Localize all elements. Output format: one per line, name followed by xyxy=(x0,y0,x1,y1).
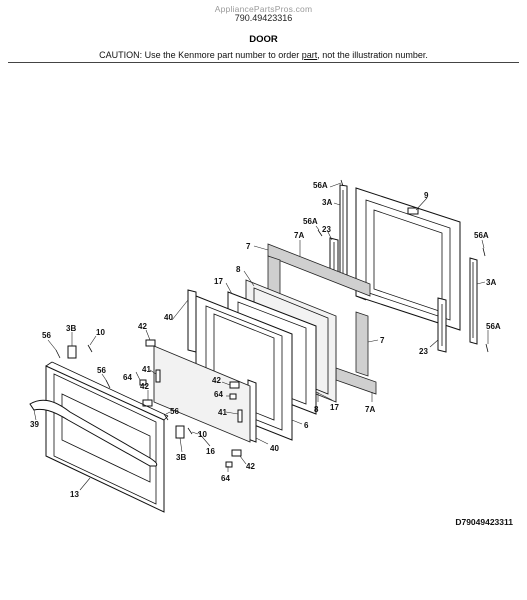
section-title: DOOR xyxy=(249,34,278,45)
caution-text-before: CAUTION: Use the Kenmore part number to … xyxy=(99,50,302,60)
watermark-text: AppliancePartsPros.com xyxy=(214,4,313,14)
callout-3b-bottom: 3B xyxy=(176,453,186,462)
clip-64b-part[interactable] xyxy=(229,393,237,400)
callout-42-a: 42 xyxy=(138,322,147,331)
clip-42d-part[interactable] xyxy=(231,449,242,457)
clip-41a-part[interactable] xyxy=(155,369,161,383)
callout-41-b: 41 xyxy=(218,408,227,417)
clip-42a-part[interactable] xyxy=(145,339,156,347)
callout-23-top: 23 xyxy=(322,225,331,234)
callout-17-top: 17 xyxy=(214,277,223,286)
insulation-side-part[interactable] xyxy=(355,311,369,377)
callout-64-b: 64 xyxy=(214,390,223,399)
hinge-bracket-3b-upper-part[interactable] xyxy=(67,345,77,359)
clip-41b-part[interactable] xyxy=(237,409,243,423)
callout-13: 13 xyxy=(70,490,79,499)
callout-56a-top: 56A xyxy=(313,181,328,190)
callout-40-bottom: 40 xyxy=(270,444,279,453)
screw-56a-top-part[interactable] xyxy=(340,179,344,187)
callout-16: 16 xyxy=(206,447,215,456)
door-handle-part[interactable] xyxy=(29,399,158,467)
callout-10-top: 10 xyxy=(96,328,105,337)
callout-56-left: 56 xyxy=(42,331,51,340)
callout-17-bottom: 17 xyxy=(330,403,339,412)
callout-7a-top: 7A xyxy=(294,231,304,240)
hinge-left-part[interactable] xyxy=(339,184,348,283)
callout-56a-right-bottom: 56A xyxy=(486,322,501,331)
callout-7-top: 7 xyxy=(246,242,251,251)
callout-23-bottom: 23 xyxy=(419,347,428,356)
callout-41-a: 41 xyxy=(142,365,151,374)
caution-notice: CAUTION: Use the Kenmore part number to … xyxy=(0,50,527,60)
hinge-receiver-lower-part[interactable] xyxy=(437,297,447,353)
callout-64-c: 64 xyxy=(221,474,230,483)
callout-3b-top: 3B xyxy=(66,324,76,333)
callout-3a-right: 3A xyxy=(486,278,496,287)
header-divider xyxy=(8,62,519,63)
callout-64-a: 64 xyxy=(123,373,132,382)
clip-42c-part[interactable] xyxy=(229,381,240,389)
screw-56-c-part[interactable] xyxy=(163,413,169,421)
callout-42-d: 42 xyxy=(246,462,255,471)
hinge-bracket-3b-lower-part[interactable] xyxy=(175,425,185,439)
drawing-number: D79049423311 xyxy=(455,517,513,527)
screw-56a-rb-part[interactable] xyxy=(485,343,489,353)
door-glass-panel-part[interactable] xyxy=(153,345,251,443)
clip-42b-part[interactable] xyxy=(142,399,153,407)
clip-64a-part[interactable] xyxy=(139,379,147,386)
hinge-right-part[interactable] xyxy=(469,257,478,345)
callout-6: 6 xyxy=(304,421,309,430)
screw-10-lower-part[interactable] xyxy=(187,427,193,435)
screw-10-upper-part[interactable] xyxy=(87,344,93,353)
callout-39: 39 xyxy=(30,420,39,429)
callout-56a-mid: 56A xyxy=(303,217,318,226)
callout-7a-bottom: 7A xyxy=(365,405,375,414)
part-link[interactable]: part xyxy=(301,50,318,60)
callout-42-c: 42 xyxy=(212,376,221,385)
callout-40-top: 40 xyxy=(164,313,173,322)
callout-42-b: 42 xyxy=(140,382,149,391)
callout-56a-right-top: 56A xyxy=(474,231,489,240)
caution-text-after: , not the illustration number. xyxy=(317,50,428,60)
screw-56-b-part[interactable] xyxy=(105,379,111,389)
callout-9: 9 xyxy=(424,191,429,200)
callout-8-top: 8 xyxy=(236,265,241,274)
callout-3a-top: 3A xyxy=(322,198,332,207)
bracket-upper-part[interactable] xyxy=(187,289,197,353)
callout-7-right: 7 xyxy=(380,336,385,345)
model-part-number: 790.49423316 xyxy=(234,13,293,23)
insulation-top-part[interactable] xyxy=(267,243,371,297)
callout-8-bottom: 8 xyxy=(314,405,319,414)
screw-56a-rt-part[interactable] xyxy=(482,247,486,257)
callout-56-c: 56 xyxy=(170,407,179,416)
screw-56a-mid-part[interactable] xyxy=(317,229,323,237)
inner-door-liner-part[interactable] xyxy=(355,187,461,331)
callout-56-b: 56 xyxy=(97,366,106,375)
leader-lines xyxy=(33,182,489,491)
callout-10-bottom: 10 xyxy=(198,430,207,439)
screw-56-left-part[interactable] xyxy=(55,349,61,359)
clip-64c-part[interactable] xyxy=(225,461,233,468)
